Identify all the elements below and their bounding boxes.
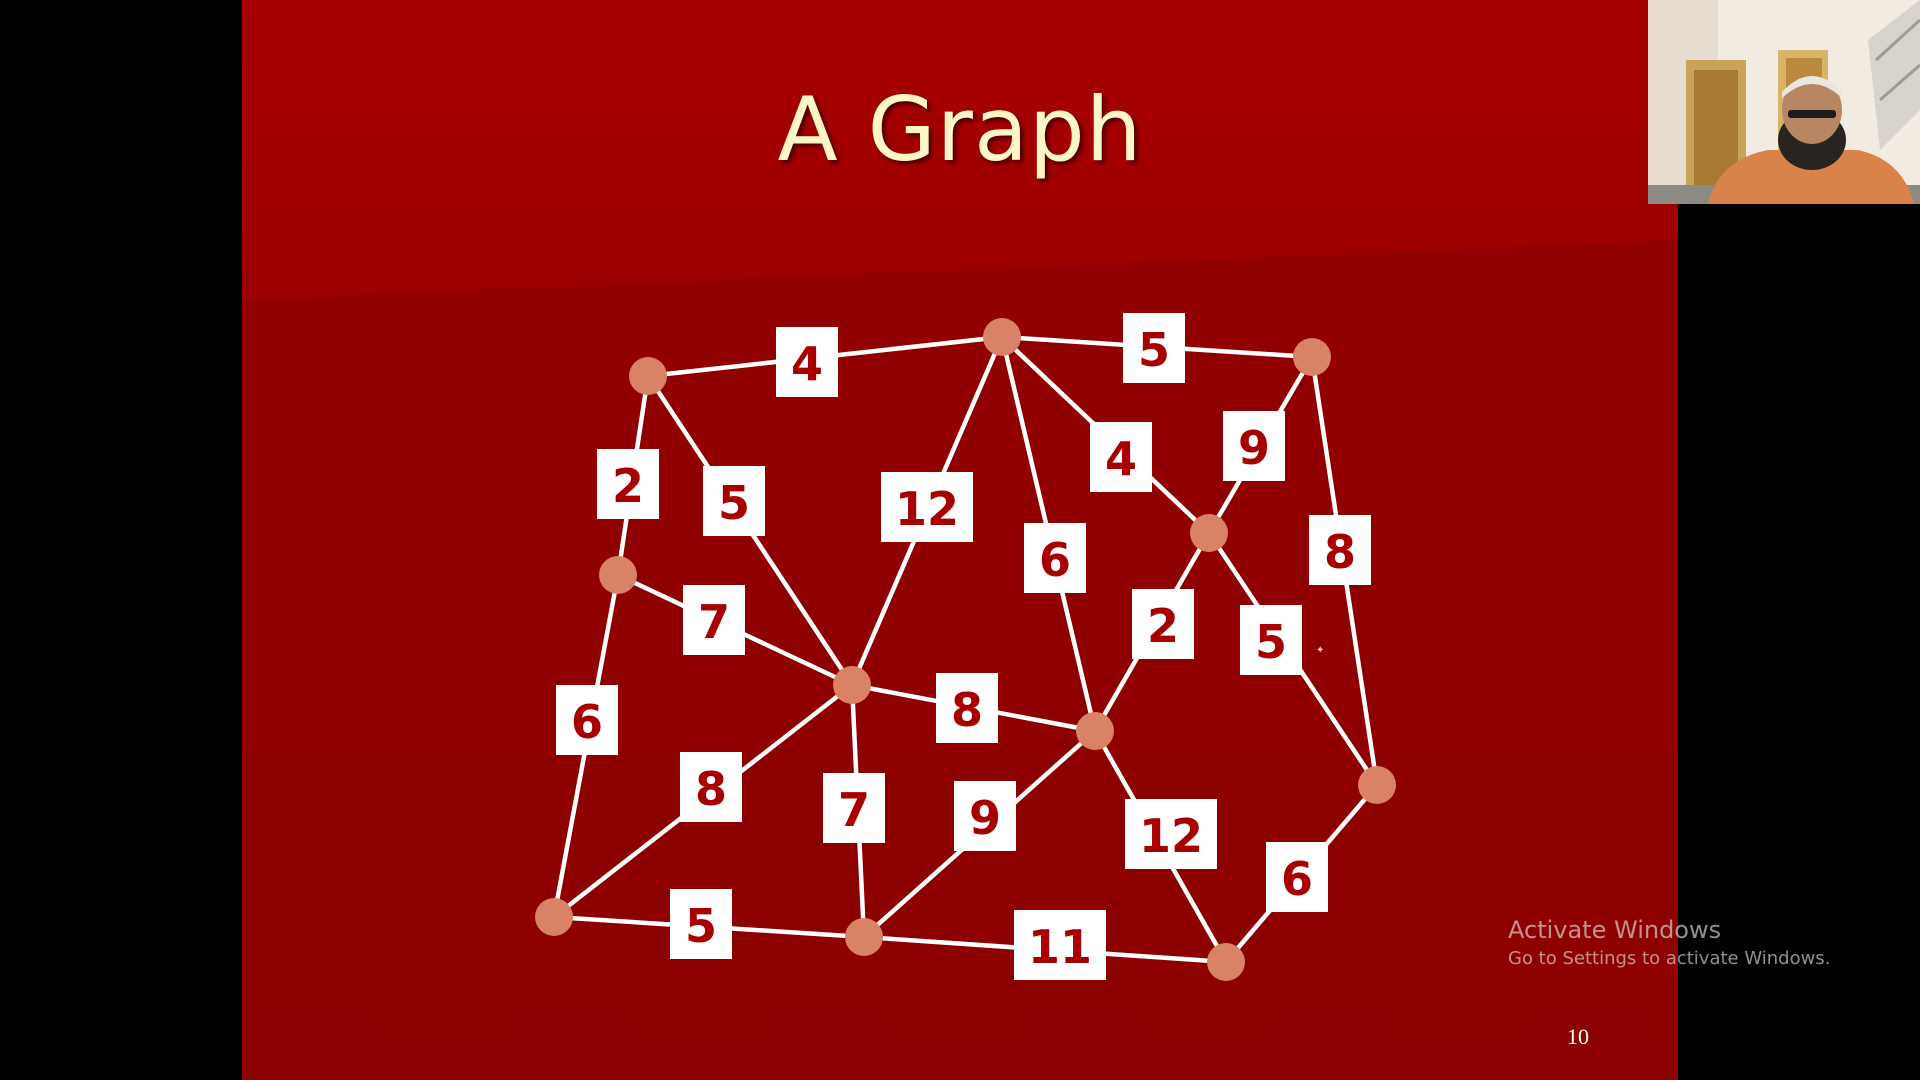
graph-node-i [845,918,883,956]
edge-weight-label: 2 [1132,589,1194,659]
graph-node-j [1358,766,1396,804]
edge-weight-box [1266,842,1328,912]
edge-weight-label: 11 [1014,910,1106,980]
watermark-subtitle: Go to Settings to activate Windows. [1508,948,1831,969]
edge-weight-value: 12 [895,482,959,536]
edge-weight-value: 2 [1147,599,1179,653]
graph-node-b [983,318,1021,356]
activate-windows-watermark: Activate Windows Go to Settings to activ… [1508,914,1908,972]
edge-weight-box [776,327,838,397]
edge-weight-label: 7 [683,585,745,655]
edge-weight-box [1014,910,1106,980]
edge-weight-value: 8 [951,683,983,737]
edge-weight-value: 8 [695,762,727,816]
slide-background [242,0,1678,1080]
edge-weight-box [683,585,745,655]
edge-weight-value: 6 [571,695,603,749]
graph-node-e [833,666,871,704]
edge-weight-value: 9 [969,791,1001,845]
edge-weight-value: 5 [1138,323,1170,377]
edge-weight-value: 6 [1281,852,1313,906]
graph-node-a [629,357,667,395]
edge-weight-box [954,781,1016,851]
edge-weight-label: 9 [1223,411,1285,481]
edge-weight-label: 12 [881,472,973,542]
edge-weight-value: 4 [791,337,823,391]
graph-node-g [1076,712,1114,750]
edge-weight-box [703,466,765,536]
edge-weight-box [670,889,732,959]
edge-weight-label: 8 [680,752,742,822]
edge-weight-label: 9 [954,781,1016,851]
edge-weight-label: 5 [1123,313,1185,383]
edge-weight-value: 7 [838,783,870,837]
edge-weight-box [1125,799,1217,869]
edge-weight-value: 12 [1139,809,1203,863]
edge-weight-value: 5 [718,476,750,530]
edge-weight-value: 6 [1039,533,1071,587]
edge-weight-box [1223,411,1285,481]
edge-weight-box [881,472,973,542]
slide-title: A Graph [777,78,1143,181]
edge-weight-box [1123,313,1185,383]
edge-weight-label: 5 [670,889,732,959]
edge-weight-value: 4 [1105,432,1137,486]
graph-node-h [535,898,573,936]
weighted-graph: 4 5 2 5 12 4 9 6 8 7 2 5 6 8 8 7 9 12 6 5 11 [535,313,1396,981]
edge-weight-label: 7 [823,773,885,843]
edge-weight-box [1240,605,1302,675]
graph-node-d [599,556,637,594]
edge-weight-label: 6 [1024,523,1086,593]
edge-weight-value: 9 [1238,421,1270,475]
edge-weight-label: 8 [936,673,998,743]
edge-weight-value: 11 [1028,920,1092,974]
edge-weight-value: 8 [1324,525,1356,579]
edge-weight-box [1024,523,1086,593]
graph-node-c [1293,338,1331,376]
edge-weight-label: 4 [1090,422,1152,492]
webcam-feed-image [1648,0,1920,204]
edge-weight-box [1090,422,1152,492]
edge-weight-label: 8 [1309,515,1371,585]
pointer-icon: ✦ [1316,645,1325,656]
edge-weight-box [556,685,618,755]
watermark-title: Activate Windows [1508,916,1722,944]
edge-weight-label: 5 [703,466,765,536]
edge-weight-label: 4 [776,327,838,397]
edge-weight-label: 6 [1266,842,1328,912]
graph-nodes [535,318,1396,981]
edge-weight-box [1132,589,1194,659]
edge-weight-box [1309,515,1371,585]
graph-node-k [1207,943,1245,981]
edge-weight-label: 12 [1125,799,1217,869]
edge-weight-label: 5 [1240,605,1302,675]
edge-weight-labels: 4 5 2 5 12 4 9 6 8 7 2 5 6 8 8 7 9 12 6 5 11 [556,313,1371,980]
edge-weight-box [823,773,885,843]
edge-weight-value: 5 [685,899,717,953]
graph-node-f [1190,514,1228,552]
presentation-slide: A Graph 4 5 2 5 12 4 9 6 8 7 2 5 6 8 8 7 9 12 6 5 11 10 [242,0,1678,1080]
edge-weight-box [680,752,742,822]
edge-weight-label: 6 [556,685,618,755]
presenter-webcam-thumbnail[interactable] [1648,0,1920,204]
slide-number: 10 [1567,1024,1589,1049]
edge-weight-box [936,673,998,743]
edge-weight-value: 7 [698,595,730,649]
edge-weight-label: 2 [597,449,659,519]
edge-weight-box [597,449,659,519]
edge-weight-value: 2 [612,459,644,513]
edge-weight-value: 5 [1255,615,1287,669]
